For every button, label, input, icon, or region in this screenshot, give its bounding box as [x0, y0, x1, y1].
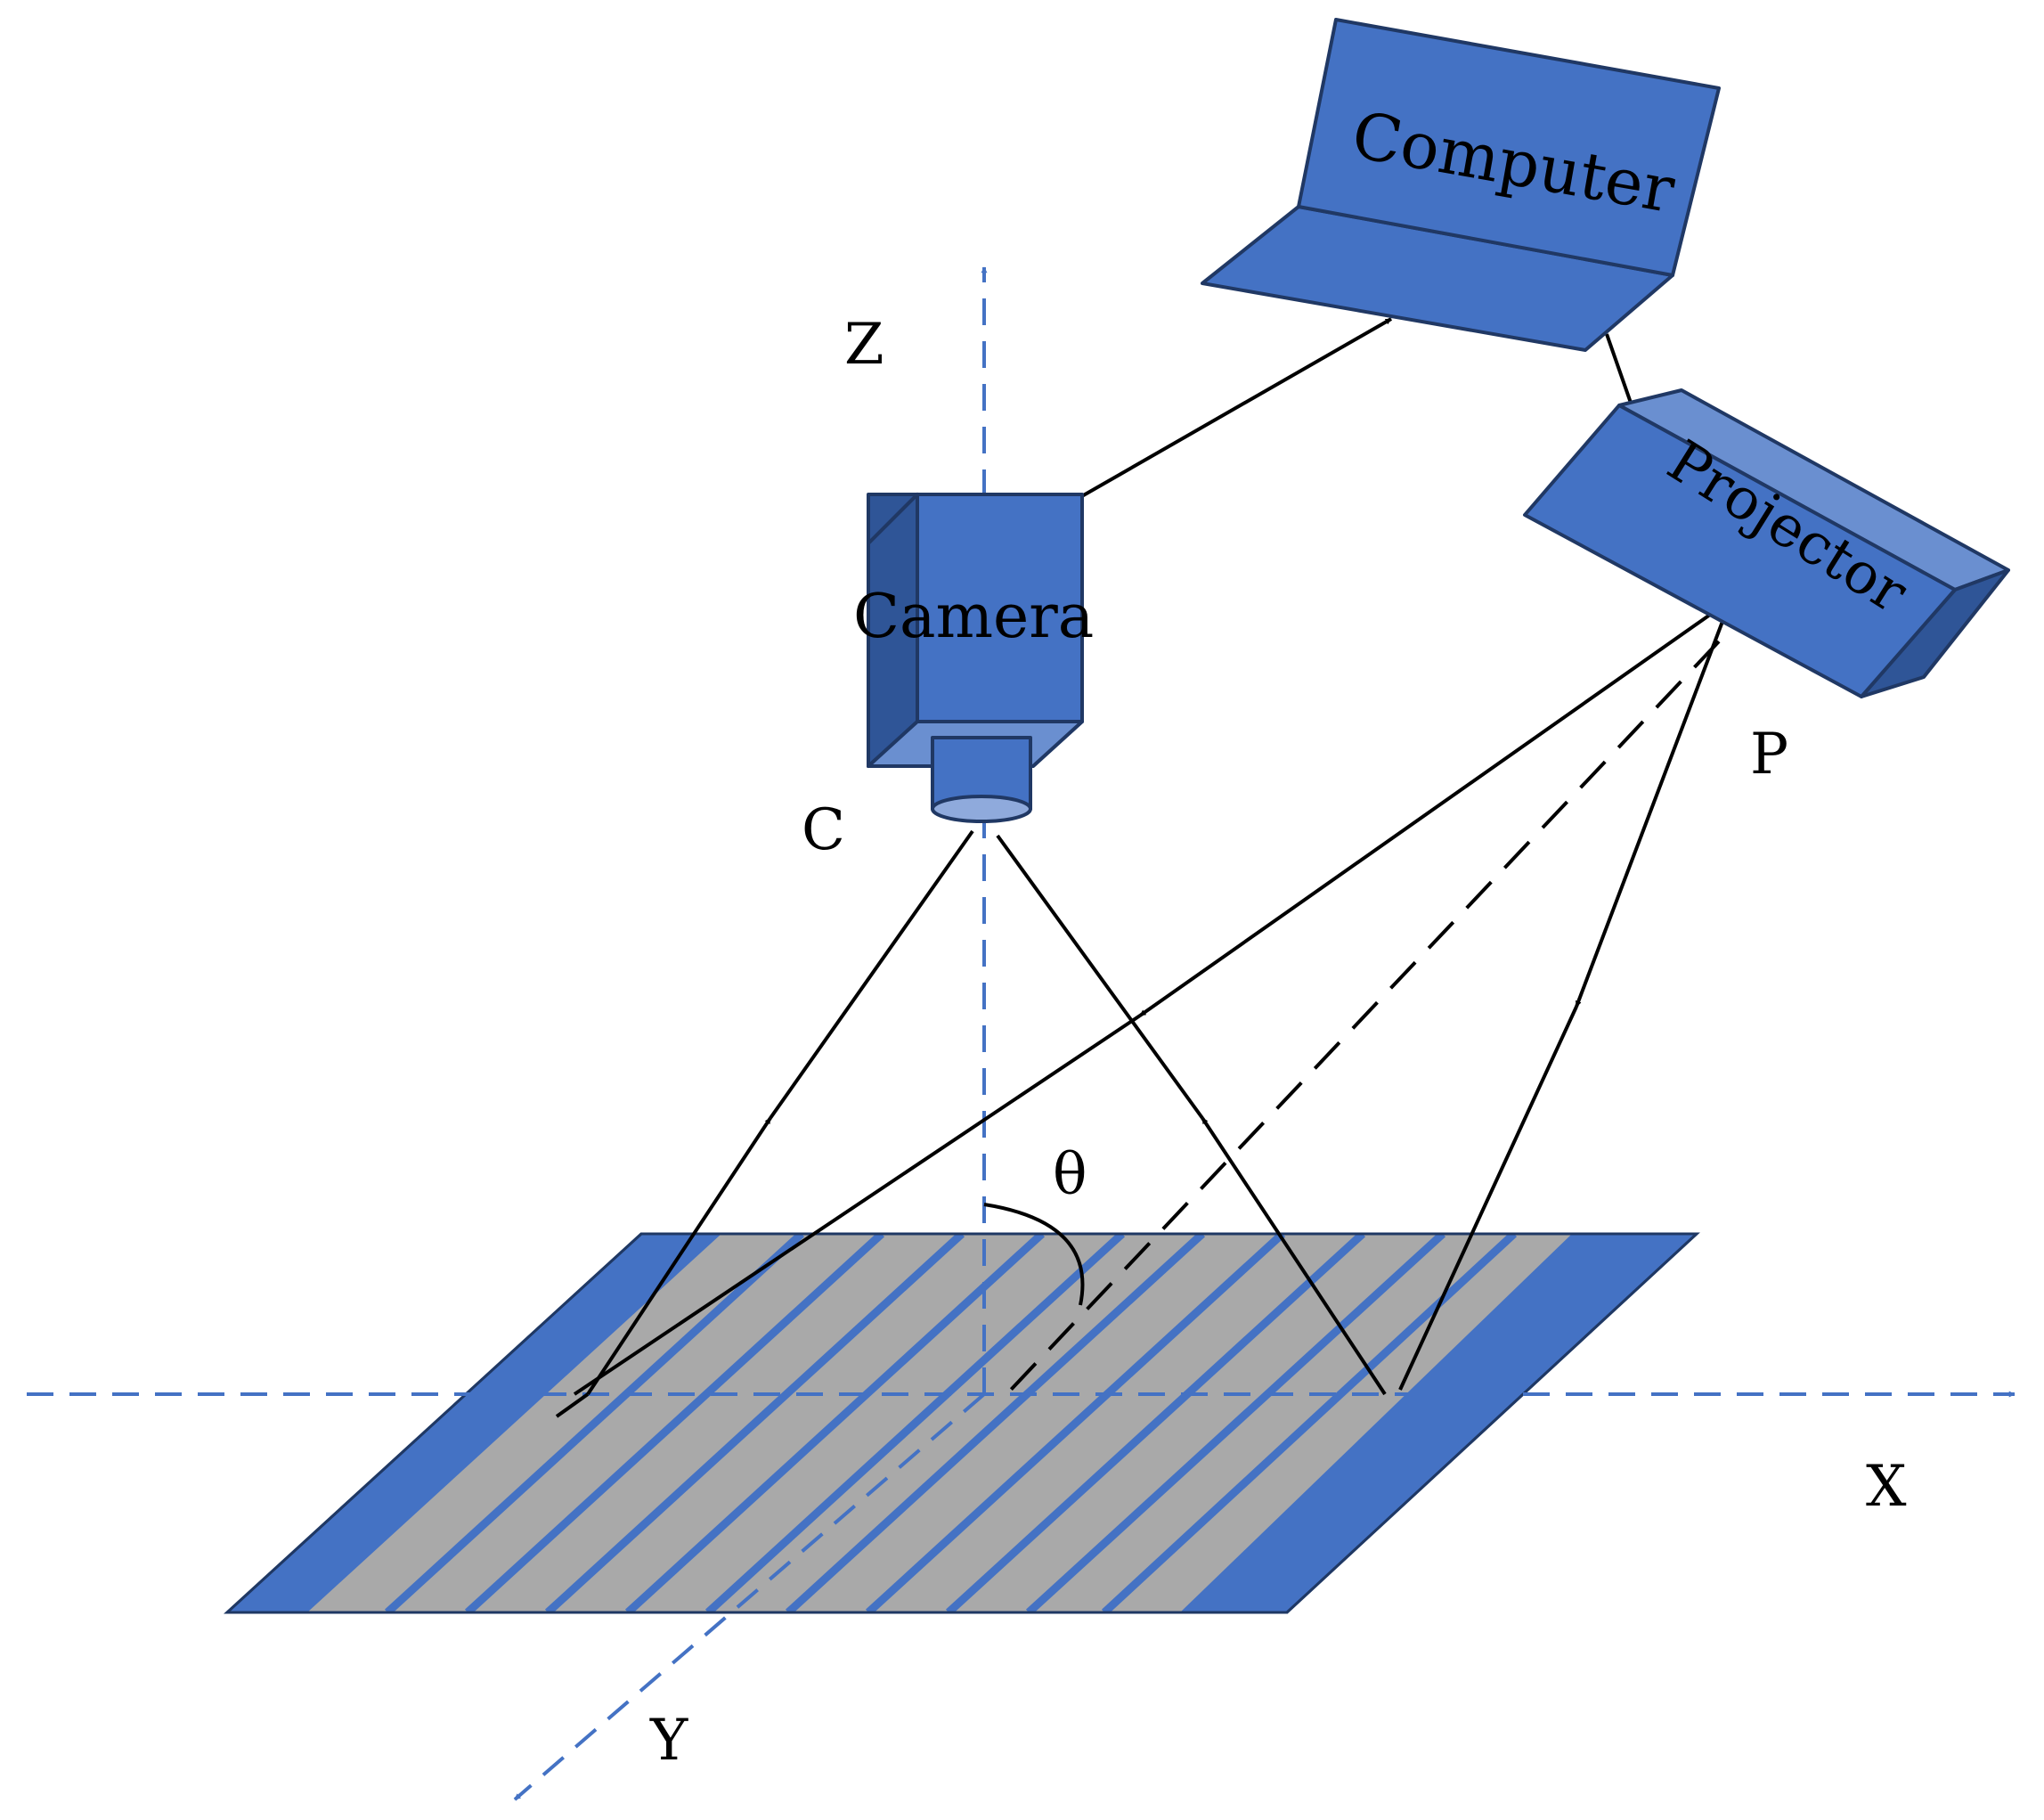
- projector-point-label: P: [1750, 722, 1788, 788]
- camera-to-computer-arrow: [1079, 317, 1392, 499]
- projector-rays: [573, 613, 1725, 1396]
- laptop-screen: [1297, 18, 1721, 277]
- x-axis-label: X: [1866, 1454, 1907, 1520]
- camera-label: Camera: [853, 582, 1094, 652]
- theta-arc: [983, 1203, 1085, 1306]
- camera-rays: [555, 829, 1387, 1418]
- computer-icon: [1201, 18, 1721, 352]
- projector-front: [1523, 404, 1957, 698]
- projector-icon: [1523, 388, 2010, 698]
- y-axis: [513, 1392, 986, 1801]
- camera-point-label: C: [802, 797, 845, 863]
- camera-body: [916, 493, 1084, 723]
- theta-label: θ: [1053, 1142, 1087, 1208]
- y-axis-label: Y: [649, 1708, 688, 1774]
- z-axis-label: Z: [844, 312, 884, 378]
- camera-icon: [867, 493, 1084, 823]
- coordinate-axes: [27, 266, 2015, 1801]
- projector-optical-axis: [1009, 640, 1721, 1392]
- camera-lens-glass: [931, 795, 1032, 823]
- fringe-pattern-plane: [224, 1232, 1700, 1614]
